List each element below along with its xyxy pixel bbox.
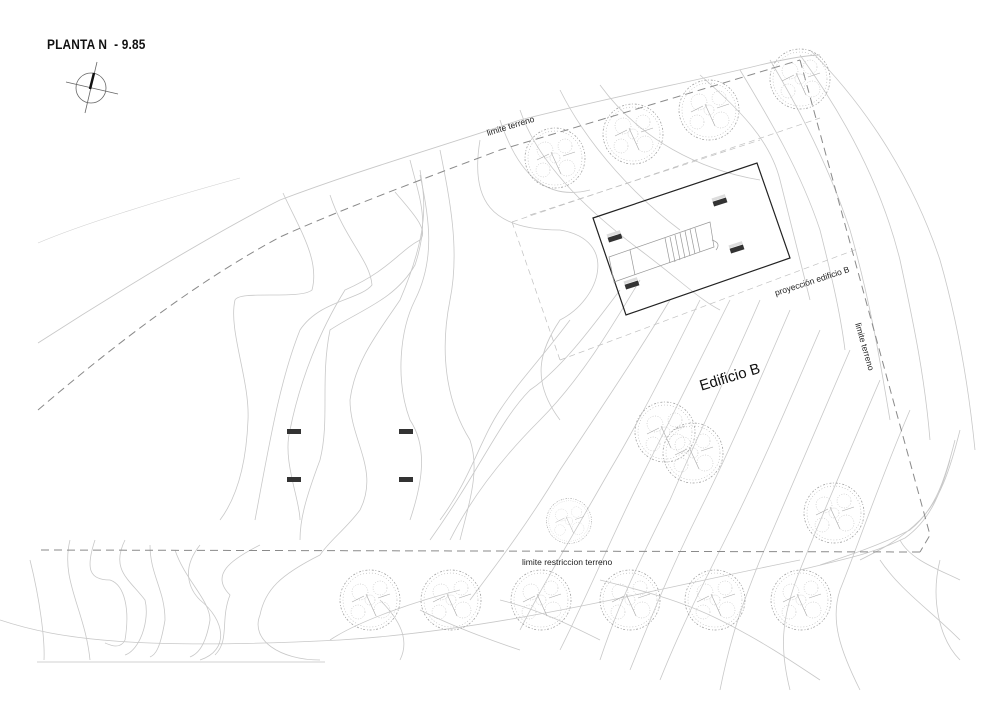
building-b [592,162,791,316]
trees [339,48,865,631]
label-limite-restriccion: limite restriccion terreno [522,557,613,567]
boundary-lines [37,59,931,553]
page-title: PLANTA N - 9.85 [47,37,146,52]
building-projection [511,117,861,361]
north-arrow-icon [65,61,119,114]
site-columns [287,429,413,482]
site-edge-line [37,54,821,344]
contour-lines [0,49,976,691]
building-columns [606,194,745,290]
building-b-stair [608,221,719,283]
